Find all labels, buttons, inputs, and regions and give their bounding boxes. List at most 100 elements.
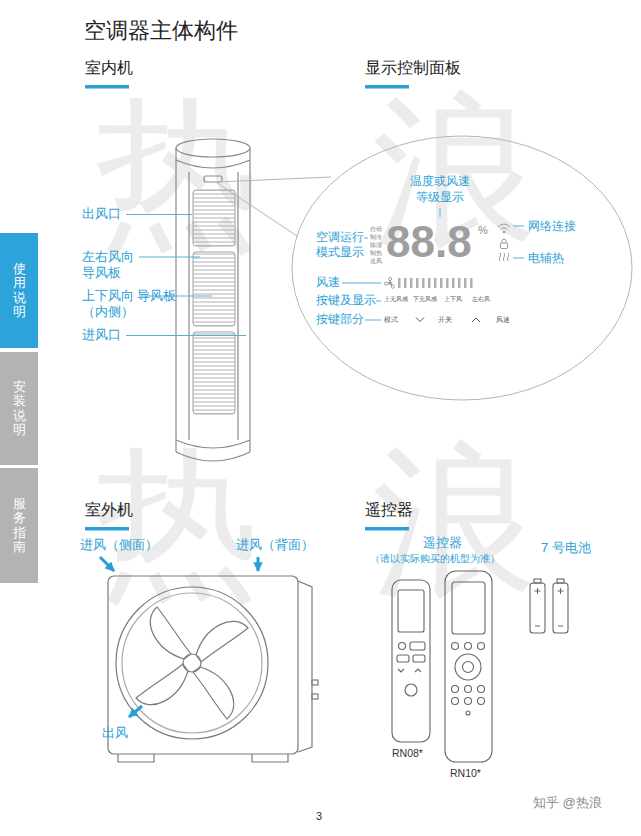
battery <box>553 583 568 633</box>
section-heading: 遥控器 <box>365 500 413 519</box>
part-label: 出风口 <box>82 207 121 222</box>
battery <box>530 579 568 633</box>
indoor-grille <box>193 190 235 414</box>
remote-rn10 <box>452 582 485 634</box>
section-heading: 室内机 <box>85 58 133 77</box>
heading-bar <box>365 85 409 89</box>
indoor-grille <box>193 252 235 326</box>
wifi-icon <box>501 228 508 230</box>
remote-rn10 <box>478 698 485 705</box>
battery <box>534 579 541 583</box>
zoom-callout <box>292 136 632 400</box>
indoor-unit <box>176 440 250 448</box>
part-label: 上下风向 导风板（内侧） <box>82 288 182 321</box>
heater-icon <box>503 253 505 261</box>
remote-rn10 <box>445 571 492 762</box>
zoom-callout <box>216 177 331 182</box>
remote-rn08 <box>413 655 425 662</box>
remote-rn10 <box>452 698 459 705</box>
remote-rn10 <box>445 571 492 762</box>
source-credit: 知乎 @热浪 <box>533 795 602 811</box>
indoor-unit <box>176 148 250 452</box>
remote-rn08 <box>392 580 430 742</box>
speed-bars <box>398 278 474 288</box>
model-number: RN10* <box>450 767 481 780</box>
mode-indicator: 制热 <box>370 250 382 256</box>
heading-bar <box>85 85 129 89</box>
heater-icon <box>499 253 501 261</box>
part-label: 左右风向 导风板 <box>82 249 146 282</box>
panel-leader-line <box>513 258 524 259</box>
indoor-unit <box>176 139 250 157</box>
unit-sign: % <box>478 224 488 237</box>
indoor-unit <box>176 452 250 461</box>
part-label: 电辅热 <box>528 251 564 265</box>
mode-indicator: 自动 <box>370 226 382 232</box>
outdoor-unit <box>196 621 248 662</box>
display-digits: 88.8 <box>386 220 472 264</box>
mode-indicator: 制冷 <box>370 234 382 240</box>
key-caption: 模式 <box>384 316 398 324</box>
airflow-arrow <box>100 557 258 717</box>
outdoor-unit <box>312 694 318 699</box>
zoom-callout <box>216 182 297 236</box>
airflow-label: 进风（背面） <box>236 538 314 553</box>
tab-label: 安装说明 <box>13 380 26 437</box>
remote-rn10 <box>452 643 459 650</box>
panel-leader-line <box>342 283 381 284</box>
panel-leader-line <box>365 320 381 321</box>
remote-rn10 <box>463 662 474 673</box>
chevron-key <box>472 318 480 322</box>
remote-rn10 <box>452 686 459 693</box>
lock-icon <box>501 239 508 248</box>
page-title: 空调器主体构件 <box>84 18 238 44</box>
side-tab: 安装说明 <box>0 352 38 465</box>
leader-line <box>126 215 246 336</box>
remote-rn10 <box>465 643 472 650</box>
airflow-arrow <box>129 706 142 717</box>
outdoor-unit <box>150 607 191 659</box>
part-label: 按键部分 <box>316 313 364 327</box>
wifi-icon <box>498 224 510 233</box>
tab-label: 使用说明 <box>13 262 26 319</box>
outdoor-unit <box>116 587 268 739</box>
outdoor-unit <box>118 754 288 762</box>
indoor-unit <box>176 139 250 461</box>
airflow-label: 进风（侧面） <box>80 538 158 553</box>
heater-icon <box>499 253 509 261</box>
heading-bar <box>85 527 129 531</box>
remote-rn10 <box>465 698 472 705</box>
panel-leader-line <box>364 238 368 239</box>
key-caption: 开关 <box>438 316 452 324</box>
leader-line <box>126 214 192 215</box>
outdoor-unit <box>298 581 312 752</box>
leader-line <box>126 335 246 336</box>
wifi-icon <box>503 231 505 233</box>
battery <box>535 588 541 626</box>
battery <box>530 583 545 633</box>
lock-icon <box>502 239 506 243</box>
heater-icon <box>507 253 509 261</box>
panel-leader-line <box>440 208 441 217</box>
key-caption: 上下风 <box>444 296 462 303</box>
part-label: 遥控器 <box>423 536 462 551</box>
note: （请以实际购买的机型为准） <box>370 553 500 564</box>
wifi-icon <box>498 224 510 227</box>
remote-rn10 <box>465 686 472 693</box>
outdoor-unit <box>312 680 318 685</box>
part-label: 进风口 <box>82 328 121 343</box>
part-label: 风速 <box>316 276 340 290</box>
remote-rn10 <box>478 686 485 693</box>
airflow-arrow <box>257 557 260 571</box>
remote-rn08 <box>397 655 409 662</box>
outdoor-unit <box>108 576 298 754</box>
key-caption: 下无风感 <box>413 296 437 303</box>
remote-rn08 <box>398 590 424 632</box>
section-heading: 室外机 <box>85 500 133 519</box>
